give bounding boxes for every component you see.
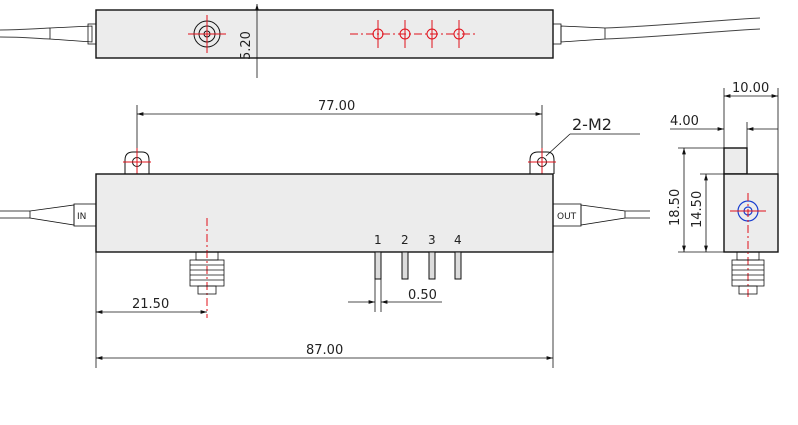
top-output-ferrule [552,23,562,45]
front-input-port [73,203,97,227]
front-output-boot [580,204,626,226]
side-view: 10.00 4.00 18.50 14.50 [668,81,779,300]
input-port-label: IN [77,212,86,222]
top-input-fiber [0,27,51,31]
side-tab [723,147,748,175]
pin-label-4: 4 [454,233,462,247]
side-offset-dim-text: 4.00 [670,114,699,129]
front-input-boot [29,204,75,226]
top-pin-4 [453,20,465,48]
top-output-fiber [604,17,761,29]
pin-label-2: 2 [401,233,409,247]
connector-offset-dim-text: 21.50 [132,297,169,312]
sma-connector-threads [190,264,224,281]
side-width-dim-text: 10.00 [732,81,769,96]
mount-spacing-dim-text: 77.00 [318,99,355,114]
top-pin-2 [399,20,411,48]
top-input-boot [49,25,93,43]
top-pin-1 [372,20,384,48]
top-output-fiber-lower [604,28,761,40]
front-body [95,173,554,253]
total-length-dim-text: 87.00 [306,343,343,358]
pin-label-1: 1 [374,233,382,247]
top-output-boot [560,25,606,43]
pin-label-3: 3 [428,233,436,247]
front-view: 77.00 2-M2 IN OUT [0,99,650,368]
top-view: 5.20 [0,4,761,78]
side-outer-height-dim-text: 18.50 [668,189,683,226]
pin-4 [454,251,462,280]
output-port-label: OUT [557,212,577,222]
side-inner-height-dim-text: 14.50 [690,191,705,228]
pin-3 [428,251,436,280]
top-pin-3 [426,20,438,48]
pin-2 [401,251,409,280]
top-input-fiber-lower [0,36,51,40]
top-height-dim-text: 5.20 [239,31,254,60]
top-body [95,9,554,59]
pin-width-dim-text: 0.50 [408,288,437,303]
mount-hole-label: 2-M2 [572,115,612,134]
pin-1 [374,251,382,280]
